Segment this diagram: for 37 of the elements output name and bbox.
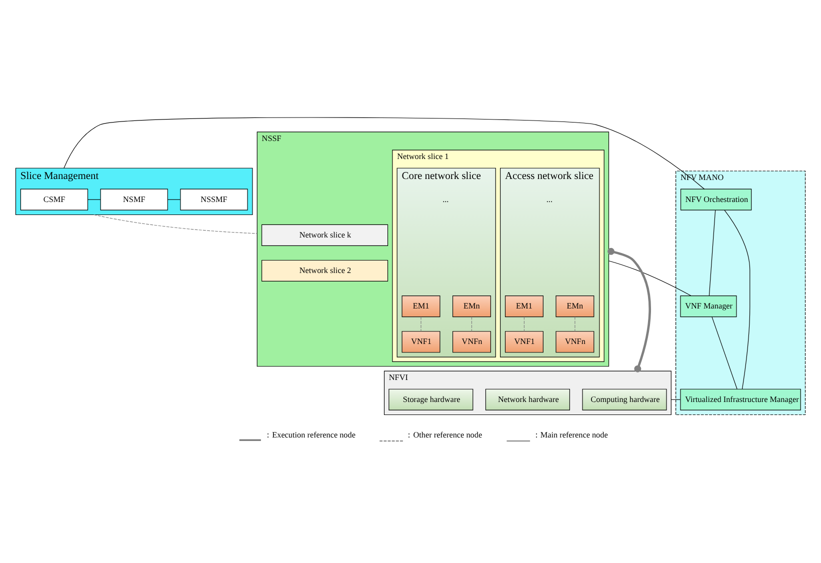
node-box: Network hardware [485,388,570,410]
node-box: VNF Manager [680,296,737,318]
legend-label: ：Other reference node [405,430,482,440]
connector [167,199,181,200]
connector [94,214,258,234]
connector [708,210,716,296]
node-box: VNFn [452,331,491,353]
node-box: EM1 [504,296,544,318]
connector [724,210,750,390]
connector [574,316,576,332]
node-box: VNFn [556,331,594,353]
node-box: Storage hardware [388,388,474,410]
node-box: CSMF [20,188,88,210]
legend-label: ：Main reference node [532,430,608,440]
legend-label: ：Execution reference node [264,430,356,440]
node-box: Network slice k [262,224,388,246]
connector [420,316,422,332]
label: ... [442,194,449,204]
connector [608,260,692,296]
label: ... [546,194,552,204]
node-box: Computing hardware [582,388,667,410]
connector [64,117,705,190]
node-box: NSSMF [180,188,248,210]
node-box: Network slice 2 [262,260,388,282]
node-box: NFV Orchestration [680,188,752,210]
node-box: EMn [556,296,594,318]
node-box: NSMF [100,188,168,210]
connector [87,199,101,200]
node-box: VNF1 [504,331,544,353]
connector [608,248,651,372]
node-box: Virtualized Infrastructure Manager [680,388,801,410]
node-box: EM1 [402,296,440,318]
connector [670,399,681,400]
connector [712,316,738,390]
node-box: VNF1 [402,331,440,353]
node-box: EMn [452,296,491,318]
connector [471,316,472,332]
